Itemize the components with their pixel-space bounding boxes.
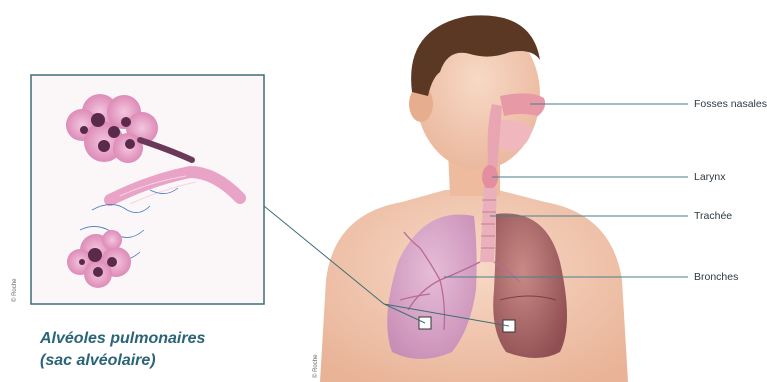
label-fosses-nasales: Fosses nasales (694, 98, 767, 110)
label-bronches: Bronches (694, 271, 738, 283)
credit-inset: © Roche (12, 279, 18, 302)
nasal-cavity (500, 93, 545, 116)
label-trachee: Trachée (694, 210, 732, 222)
caption-line-1: Alvéoles pulmonaires (40, 330, 205, 348)
label-larynx: Larynx (694, 171, 726, 183)
caption-line-2: (sac alvéolaire) (40, 352, 156, 370)
alveoli-inset (31, 75, 264, 304)
human-figure (320, 15, 628, 382)
credit-figure: © Roche (313, 355, 319, 378)
